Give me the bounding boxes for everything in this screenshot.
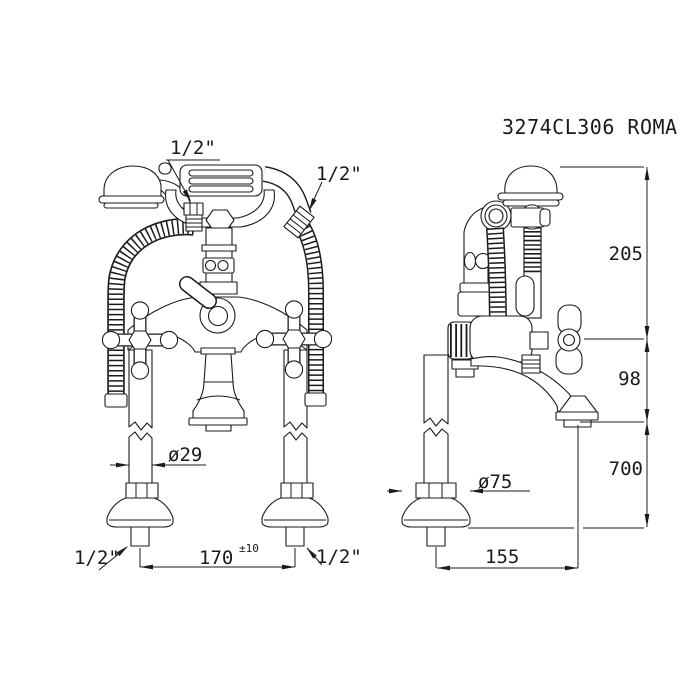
centre-column <box>199 209 238 295</box>
side-riser-pipe <box>401 354 471 547</box>
handset-dome <box>504 165 558 195</box>
side-spout <box>470 354 599 428</box>
drawing-title: 3274CL306 ROMA <box>502 115 678 139</box>
base-flanges-front <box>106 482 329 547</box>
cross-handle-left <box>101 301 179 380</box>
hose-end-right <box>304 392 327 407</box>
dim-vertical-chain: 205 98 700 <box>468 166 650 529</box>
handset-holder <box>179 164 263 197</box>
side-inlet-nipple <box>426 526 446 547</box>
dim-label: ø29 <box>168 444 202 466</box>
side-body <box>447 315 549 378</box>
diverter-lever <box>179 276 217 309</box>
inlet-nipple-right <box>285 526 305 547</box>
dim-flange-diameter: ø75 <box>387 471 530 494</box>
handset <box>98 162 191 209</box>
side-diverter-lever <box>515 275 535 317</box>
side-handset <box>497 165 564 230</box>
dim-label: 170 <box>199 547 233 569</box>
dim-inlet-left: 1/2" <box>74 546 128 571</box>
dim-label: 1/2" <box>74 547 120 569</box>
dim-tolerance: ±10 <box>239 542 259 555</box>
hose-end-left <box>104 393 128 408</box>
spout-front <box>188 347 248 432</box>
cross-handle-right <box>255 300 333 379</box>
side-view <box>401 165 599 547</box>
front-view <box>98 162 333 547</box>
dim-label-700: 700 <box>609 458 643 480</box>
dim-centre-distance: 170 ±10 <box>139 542 296 570</box>
inlet-nipple-left <box>130 526 150 547</box>
dim-label-205: 205 <box>609 243 643 265</box>
handset-connector <box>183 202 204 232</box>
shower-hose-right <box>262 166 327 407</box>
handset-knob <box>158 162 172 175</box>
handset-head <box>103 165 162 198</box>
dim-spout-offset: 155 <box>435 425 579 571</box>
side-cross-handle <box>555 304 583 375</box>
dim-label: ø75 <box>478 471 512 493</box>
side-screws <box>463 251 492 271</box>
side-elbow <box>480 200 512 232</box>
hose-ferrule-right <box>283 205 315 239</box>
dim-label: 1/2" <box>316 546 362 568</box>
shower-hose-left <box>104 217 195 408</box>
dim-label-98: 98 <box>618 368 641 390</box>
dim-inlet-right: 1/2" <box>306 546 362 568</box>
side-hose-nipple <box>521 354 541 374</box>
dimensions: 1/2" 1/2" ø29 170 ±10 <box>74 137 650 571</box>
dim-handset-connection: 1/2" <box>166 137 220 202</box>
dim-label: 155 <box>485 546 519 568</box>
dim-hose-connection: 1/2" <box>309 163 362 211</box>
dim-label: 1/2" <box>316 163 362 185</box>
dim-pipe-diameter: ø29 <box>110 444 206 468</box>
dim-label: 1/2" <box>170 137 216 159</box>
diverter <box>179 276 236 334</box>
